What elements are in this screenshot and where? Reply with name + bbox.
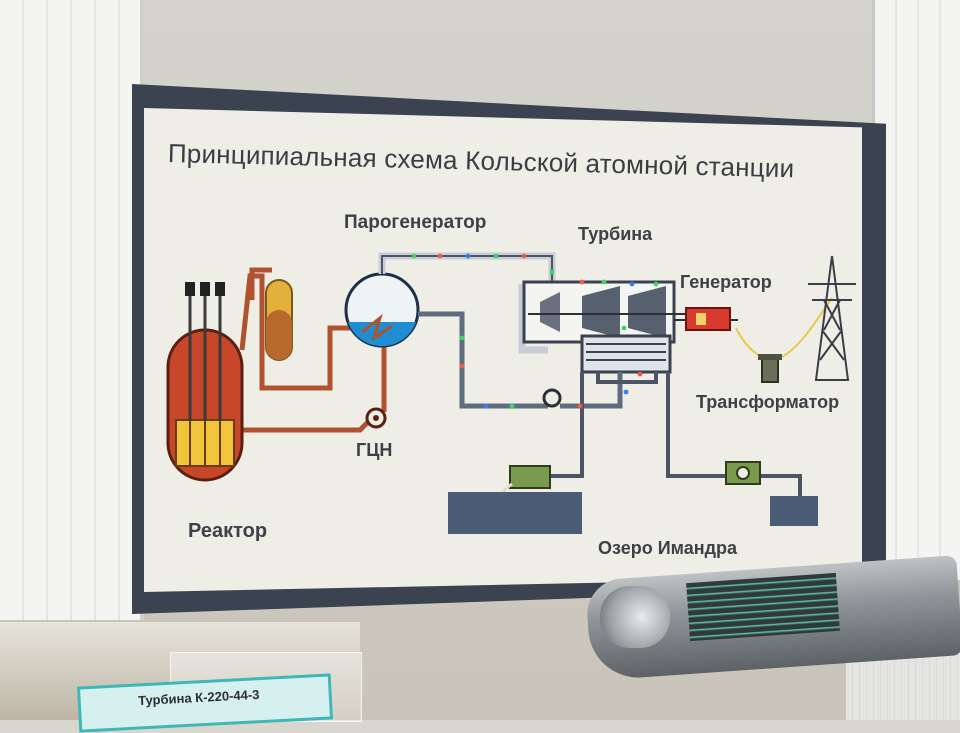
- cooling-pump: [725, 461, 761, 485]
- generator: [674, 307, 738, 331]
- lake-imandra: [448, 492, 818, 534]
- main-circulation-pump: [365, 407, 387, 429]
- transmission-pylon: [808, 255, 856, 381]
- primary-loop: [239, 267, 387, 433]
- label-reactor: Реактор: [188, 520, 268, 542]
- label-turbine: Турбина: [578, 224, 653, 244]
- cooling-water-lines: [548, 372, 802, 496]
- fuel-assembly-nose: [600, 586, 670, 648]
- reactor-vessel: [166, 282, 244, 482]
- window-blind-left: [0, 0, 144, 620]
- pressurizer: [265, 279, 293, 361]
- primary-cold-leg: [240, 416, 374, 433]
- label-main-pump: ГЦН: [356, 440, 393, 460]
- window-blind-right: [872, 0, 960, 580]
- label-generator: Генератор: [680, 272, 772, 292]
- fuel-rods-cutaway: [686, 572, 840, 642]
- power-lines: [735, 297, 833, 361]
- turbine-assembly: [522, 280, 690, 344]
- label-steam-generator: Парогенератор: [344, 212, 487, 233]
- indicator-leds: [411, 253, 659, 409]
- transformer: [758, 354, 782, 383]
- label-transformer: Трансформатор: [696, 392, 840, 412]
- label-lake: Озеро Имандра: [598, 538, 738, 558]
- feedwater-pump: [542, 388, 562, 408]
- pressurizer-line: [249, 267, 272, 300]
- primary-hot-leg: [239, 273, 352, 391]
- steam-generator: [344, 272, 420, 348]
- condenser: [580, 334, 672, 374]
- cooling-intake: [492, 465, 551, 509]
